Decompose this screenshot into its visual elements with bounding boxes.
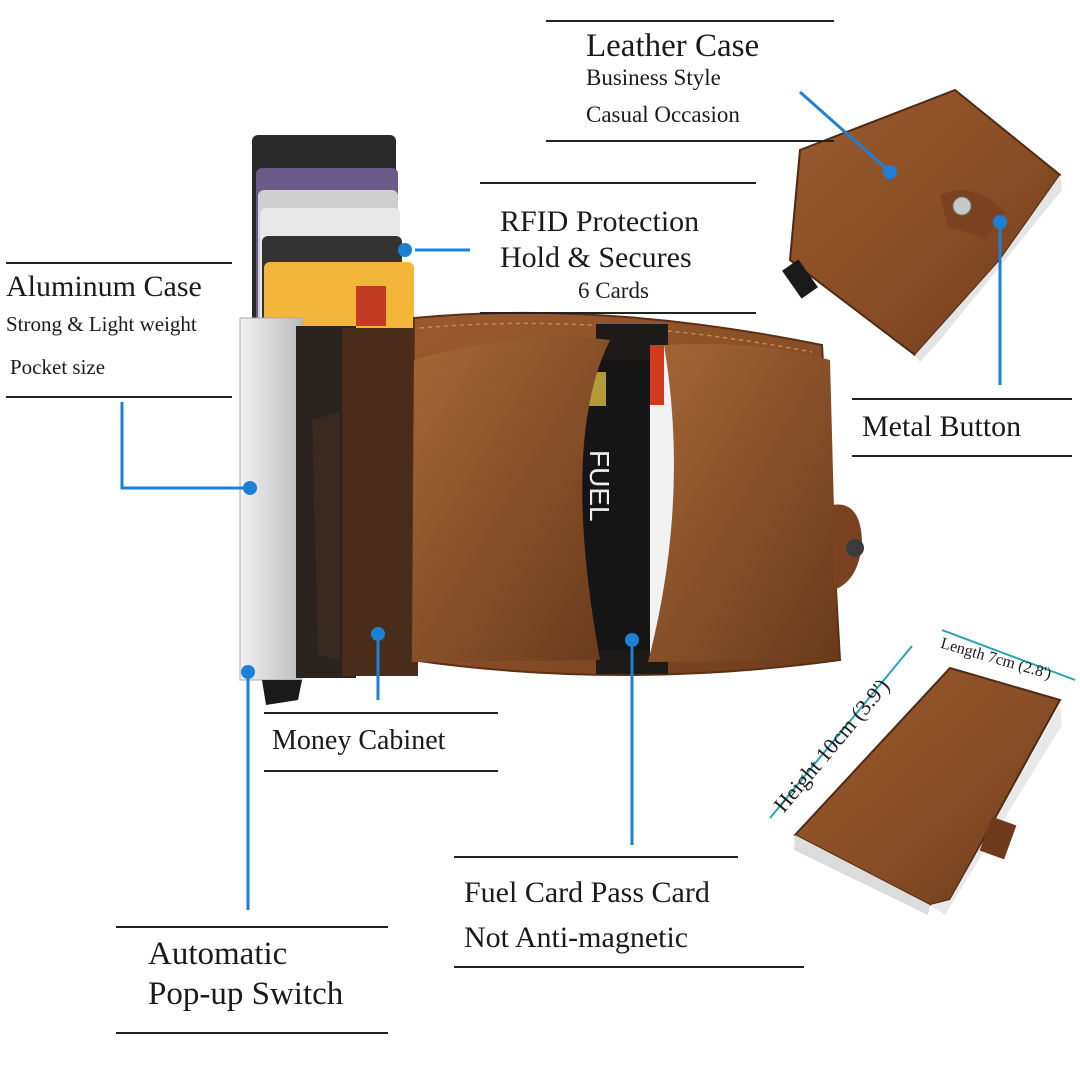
rule-popup-top — [116, 926, 388, 928]
leather-case-line2: Casual Occasion — [586, 102, 740, 127]
rule-aluminum-bottom — [6, 396, 232, 398]
rfid-line1: RFID Protection — [500, 205, 700, 238]
rule-fuel-top — [454, 856, 738, 858]
rule-money-top — [264, 712, 498, 714]
rule-leather-top — [546, 20, 834, 22]
rule-rfid-top — [480, 182, 756, 184]
popup-switch-line1: Automatic — [148, 936, 288, 972]
rule-popup-bottom — [116, 1032, 388, 1034]
open-leather-wallet: FUEL — [410, 311, 864, 676]
rule-fuel-bottom — [454, 966, 804, 968]
rule-metal-bottom — [852, 455, 1072, 457]
fuel-pass-line2: Not Anti-magnetic — [464, 921, 689, 954]
rule-aluminum-top — [6, 262, 232, 264]
money-cabinet — [296, 326, 418, 678]
rule-leather-bottom — [546, 140, 834, 142]
leather-case-title: Leather Case — [586, 28, 760, 64]
rfid-line3: 6 Cards — [578, 278, 649, 303]
callout-lines — [120, 90, 1002, 910]
aluminum-case-line1: Strong & Light weight — [6, 312, 197, 336]
leather-case-line1: Business Style — [586, 65, 721, 90]
rule-metal-top — [852, 398, 1072, 400]
aluminum-case-title: Aluminum Case — [6, 270, 202, 303]
rule-rfid-bottom — [480, 312, 756, 314]
callout-dots — [241, 165, 1007, 679]
rule-money-bottom — [264, 770, 498, 772]
fuel-pass-line1: Fuel Card Pass Card — [464, 876, 710, 909]
aluminum-case — [239, 317, 303, 705]
fuel-card-text: FUEL — [584, 450, 615, 522]
closed-leather-case — [782, 88, 1062, 362]
money-cabinet-label: Money Cabinet — [272, 725, 446, 756]
popup-switch-line2: Pop-up Switch — [148, 976, 344, 1012]
metal-button-label: Metal Button — [862, 410, 1022, 443]
rfid-line2: Hold & Secures — [500, 241, 692, 274]
aluminum-case-line2: Pocket size — [10, 355, 106, 379]
closed-leather-case-dimensions — [769, 629, 1076, 915]
popped-cards — [252, 135, 414, 342]
